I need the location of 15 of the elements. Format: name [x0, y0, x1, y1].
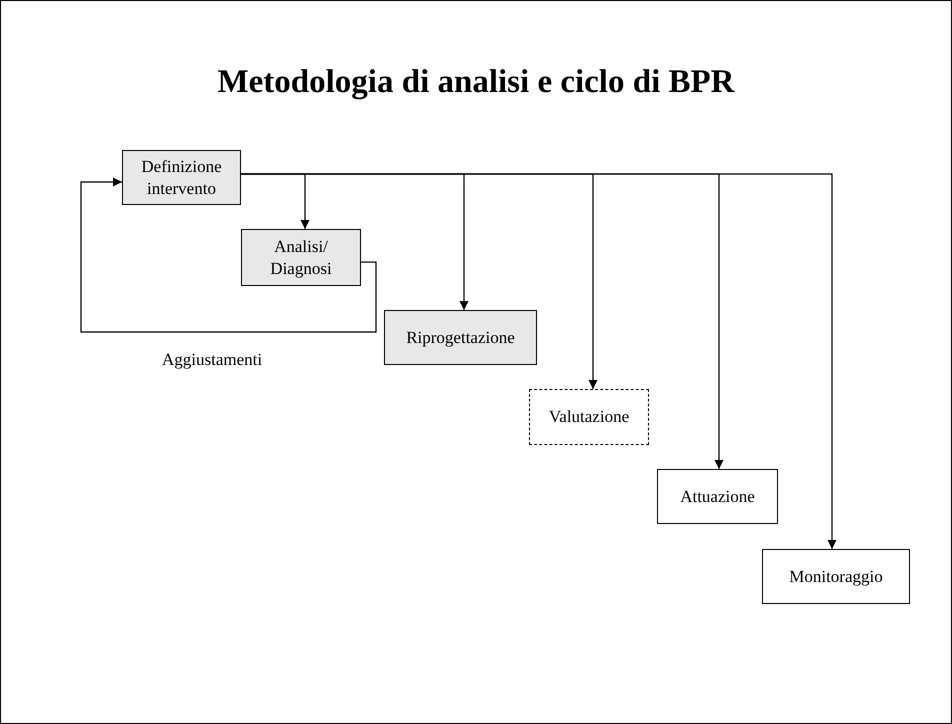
box-label: Valutazione: [548, 406, 630, 428]
box-label: Attuazione: [680, 486, 755, 508]
arrow: [80, 178, 377, 333]
process-box: [241, 229, 361, 286]
box-label: Riprogettazione: [406, 326, 515, 348]
process-box: [762, 549, 910, 604]
box-label: Definizione intervento: [140, 156, 223, 199]
arrow: [241, 173, 836, 549]
process-box: [529, 389, 649, 445]
box-label: Analisi/ Diagnosi: [269, 236, 333, 279]
process-box: [657, 469, 778, 524]
process-box: [384, 310, 537, 365]
title: Metodologia di analisi e ciclo di BPR: [216, 64, 736, 101]
box-label: Monitoraggio: [789, 566, 883, 588]
process-box: [122, 150, 241, 205]
